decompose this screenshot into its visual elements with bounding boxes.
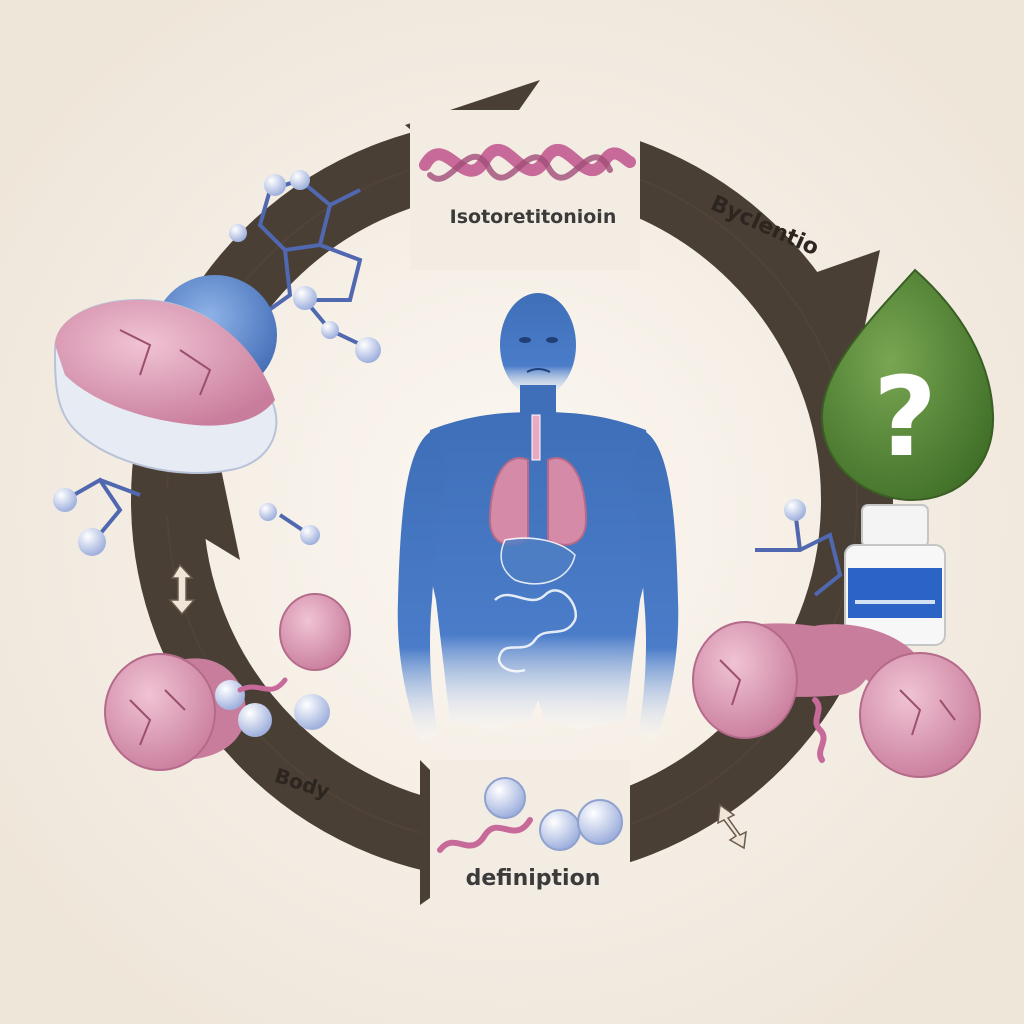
dna-strand-icon: [437, 817, 533, 853]
pill-icon: [859, 652, 981, 778]
top-segment: Isotoretitonioin: [410, 110, 640, 270]
green-drop: [820, 268, 995, 502]
question-mark: ?: [873, 353, 937, 481]
atom-node: [259, 503, 277, 521]
label-bottom: definiption: [466, 866, 601, 891]
pink-pills-bottom-left: [104, 593, 351, 771]
trachea: [531, 414, 541, 461]
tablet-icon: [577, 799, 623, 845]
top-label-box: [410, 110, 640, 270]
bottom-segment: definiption: [430, 760, 630, 905]
bottle-label: [848, 568, 942, 618]
atom-node: [53, 488, 77, 512]
molecule-nodes-right: [784, 499, 806, 521]
question-drop-icon: ?: [820, 268, 995, 502]
atom-node: [355, 337, 381, 363]
large-pill-capsule: [53, 275, 278, 475]
pill-icon: [692, 621, 798, 739]
tablet-icon: [484, 777, 526, 819]
right-arm: [626, 432, 679, 740]
atom-node: [78, 528, 106, 556]
atom-node: [229, 224, 247, 242]
atom-node: [264, 174, 286, 196]
left-arm: [397, 432, 450, 740]
pill-icon: [104, 653, 216, 771]
pill-icon: [279, 593, 351, 671]
stomach: [500, 537, 576, 585]
medicine-bottle-icon: [844, 504, 946, 646]
tablet-icon: [215, 680, 245, 710]
head: [500, 293, 576, 397]
pink-pills-right: [692, 621, 981, 778]
molecule-nodes-left: [53, 488, 320, 556]
atom-node: [300, 525, 320, 545]
atom-node: [293, 286, 317, 310]
bottle-cap: [861, 504, 929, 548]
double-arrow-icon: [168, 563, 196, 616]
double-arrow-icon: [717, 803, 747, 850]
atom-node: [784, 499, 806, 521]
tablet-icon: [539, 809, 581, 851]
label-top: Isotoretitonioin: [450, 206, 617, 228]
molecule-nodes-top-left: [229, 170, 381, 363]
atom-node: [321, 321, 339, 339]
tablet-icon: [238, 703, 272, 737]
tablet-icon: [294, 694, 330, 730]
dna-strand-icon: [812, 697, 827, 763]
pill-top: [55, 300, 275, 426]
intestines: [494, 589, 578, 673]
human-body-figure: [397, 293, 679, 740]
atom-node: [290, 170, 310, 190]
